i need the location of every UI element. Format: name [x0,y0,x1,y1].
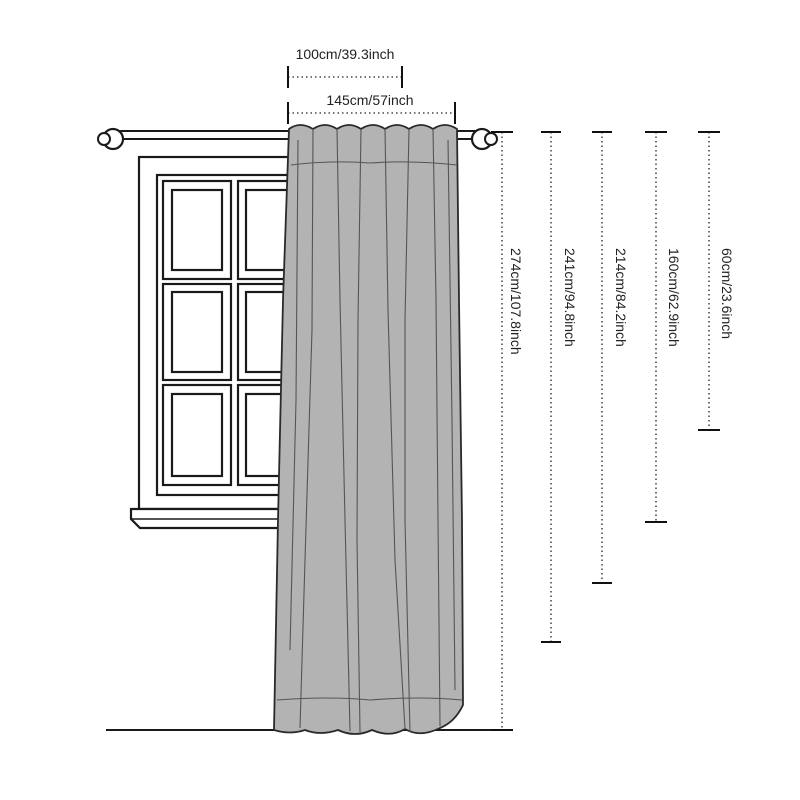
window [129,155,301,530]
curtain-fold [432,128,441,727]
length-274-dimension: 274cm/107.8inch [491,131,524,731]
rod-finial-right-cap [484,132,498,146]
length-214-label: 214cm/84.2inch [613,248,629,347]
rod-width-label: 100cm/39.3inch [296,46,395,62]
length-160-dimension: 160cm/62.9inch [645,131,682,523]
curtain-fold [384,128,406,730]
curtain-fold [299,128,314,729]
curtain-width-dimension: 145cm/57inch [287,92,456,124]
curtain-fold [447,139,456,691]
length-241-dimension: 241cm/94.8inch [541,131,578,643]
length-214-dimension: 214cm/84.2inch [592,131,629,584]
rod-finial-left-cap [97,132,111,146]
rod-width-dimension: 100cm/39.3inch [287,46,403,88]
length-60-label: 60cm/23.6inch [719,248,735,339]
curtain-fold [404,128,411,733]
window-pane-inset [170,392,224,478]
curtain-fold [289,139,299,651]
curtain-body [273,124,464,735]
length-274-label: 274cm/107.8inch [508,248,524,355]
window-pane-inset [170,188,224,272]
curtain-hem-line [276,697,463,701]
length-241-label: 241cm/94.8inch [562,248,578,347]
window-pane-inset [170,290,224,374]
length-60-dimension: 60cm/23.6inch [698,131,735,431]
length-160-label: 160cm/62.9inch [666,248,682,347]
curtain-fold [336,128,351,732]
curtain-width-label: 145cm/57inch [326,92,413,108]
curtain-panel [273,124,464,735]
curtain-header-line [290,161,458,166]
curtain-fold [356,128,362,733]
